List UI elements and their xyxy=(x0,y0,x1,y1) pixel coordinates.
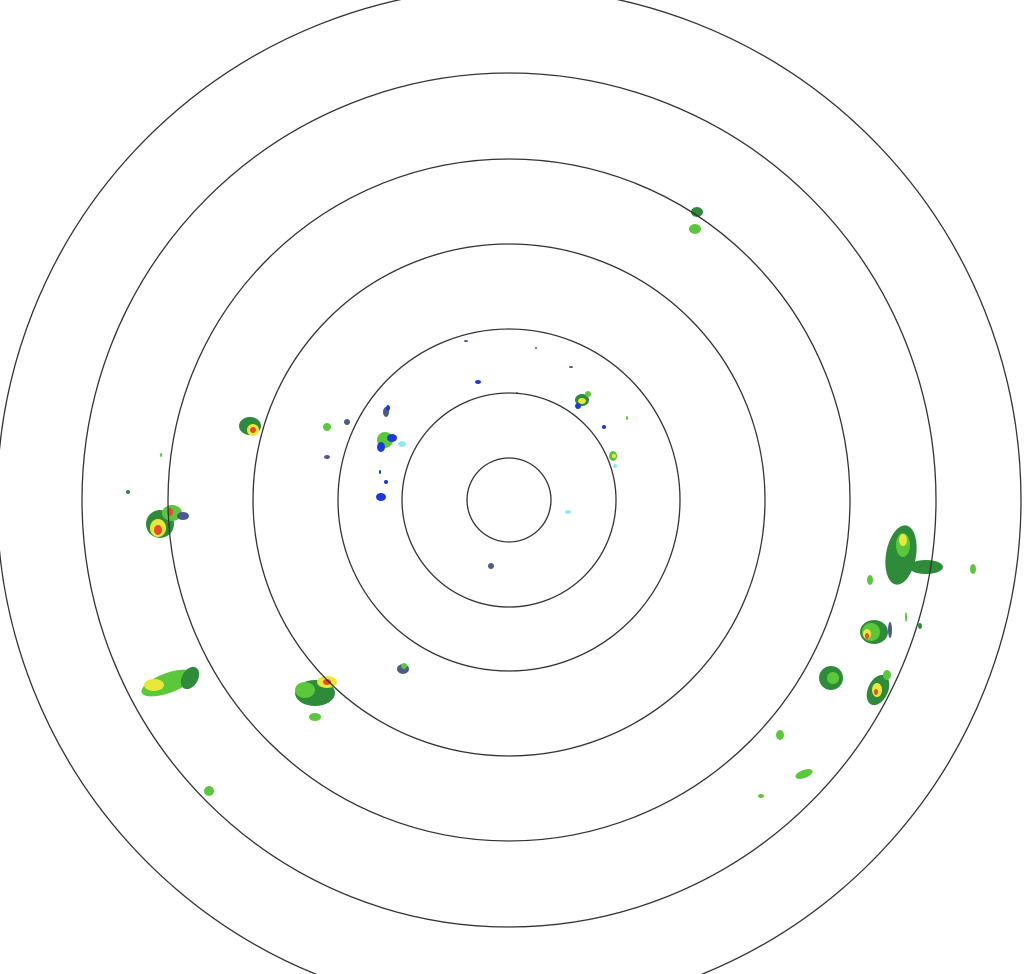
echo-cell-light xyxy=(827,672,839,684)
echo-cell-clear-air xyxy=(386,405,390,411)
echo-cell-light xyxy=(758,794,764,798)
echo-cell-fringe xyxy=(888,622,892,638)
echo-cell-clear-air xyxy=(475,380,481,384)
echo-cell-moderate xyxy=(578,398,586,404)
echo-cell-light xyxy=(626,416,628,420)
echo-cell-clear-air xyxy=(379,470,381,474)
echo-cell-clear-air xyxy=(377,442,385,452)
echo-cell-light xyxy=(795,769,813,779)
echo-cell-weak xyxy=(126,490,130,494)
echo-cell-light xyxy=(585,391,591,397)
echo-cell-heavy xyxy=(874,689,878,695)
echo-cell-weak xyxy=(691,207,703,217)
echo-cell-light xyxy=(970,564,976,574)
range-ring-3 xyxy=(337,328,681,672)
echo-cell-heavy xyxy=(865,633,869,639)
echo-cell-light xyxy=(204,786,214,796)
echo-cell-faint xyxy=(398,441,406,447)
echo-cell-fringe xyxy=(177,512,189,520)
echo-cell-fringe xyxy=(344,419,350,425)
echo-cell-fringe xyxy=(488,563,494,569)
precipitation-echoes xyxy=(126,207,976,798)
echo-cell-moderate xyxy=(612,454,616,458)
echo-cell-weak xyxy=(918,623,922,629)
echo-cell-moderate xyxy=(899,534,907,546)
echo-cell-light xyxy=(689,224,701,234)
echo-cell-light xyxy=(867,575,873,585)
echo-cell-light xyxy=(323,423,331,431)
echo-cell-heavy xyxy=(323,679,331,685)
range-ring-6 xyxy=(81,72,937,928)
echo-cell-faint xyxy=(565,510,571,514)
echo-cell-moderate xyxy=(144,679,164,691)
echo-cell-light xyxy=(905,612,907,622)
echo-cell-light xyxy=(776,730,784,740)
echo-cell-fringe xyxy=(535,347,537,349)
echo-cell-clear-air xyxy=(376,493,386,501)
echo-cell-faint xyxy=(613,464,617,468)
echo-cell-light xyxy=(295,682,315,698)
echo-cell-clear-air xyxy=(387,434,397,442)
echo-cell-clear-air xyxy=(575,403,581,409)
echo-cell-light xyxy=(883,670,891,680)
echo-cell-fringe xyxy=(464,340,468,342)
range-ring-2 xyxy=(401,392,617,608)
echo-cell-fringe xyxy=(324,455,330,459)
echo-cell-heavy xyxy=(250,427,256,433)
range-ring-4 xyxy=(252,243,766,757)
echo-cell-light xyxy=(401,663,407,669)
echo-cell-light xyxy=(309,713,321,721)
echo-cell-clear-air xyxy=(602,425,606,429)
echo-cell-heavy xyxy=(154,525,162,535)
range-ring-5 xyxy=(167,158,851,842)
echo-cell-clear-air xyxy=(384,480,388,484)
echo-cell-weak xyxy=(180,666,200,690)
echo-cell-weak xyxy=(909,560,943,574)
echo-cell-fringe xyxy=(569,366,573,368)
echo-cell-light xyxy=(160,453,162,457)
range-ring-1 xyxy=(466,457,552,543)
